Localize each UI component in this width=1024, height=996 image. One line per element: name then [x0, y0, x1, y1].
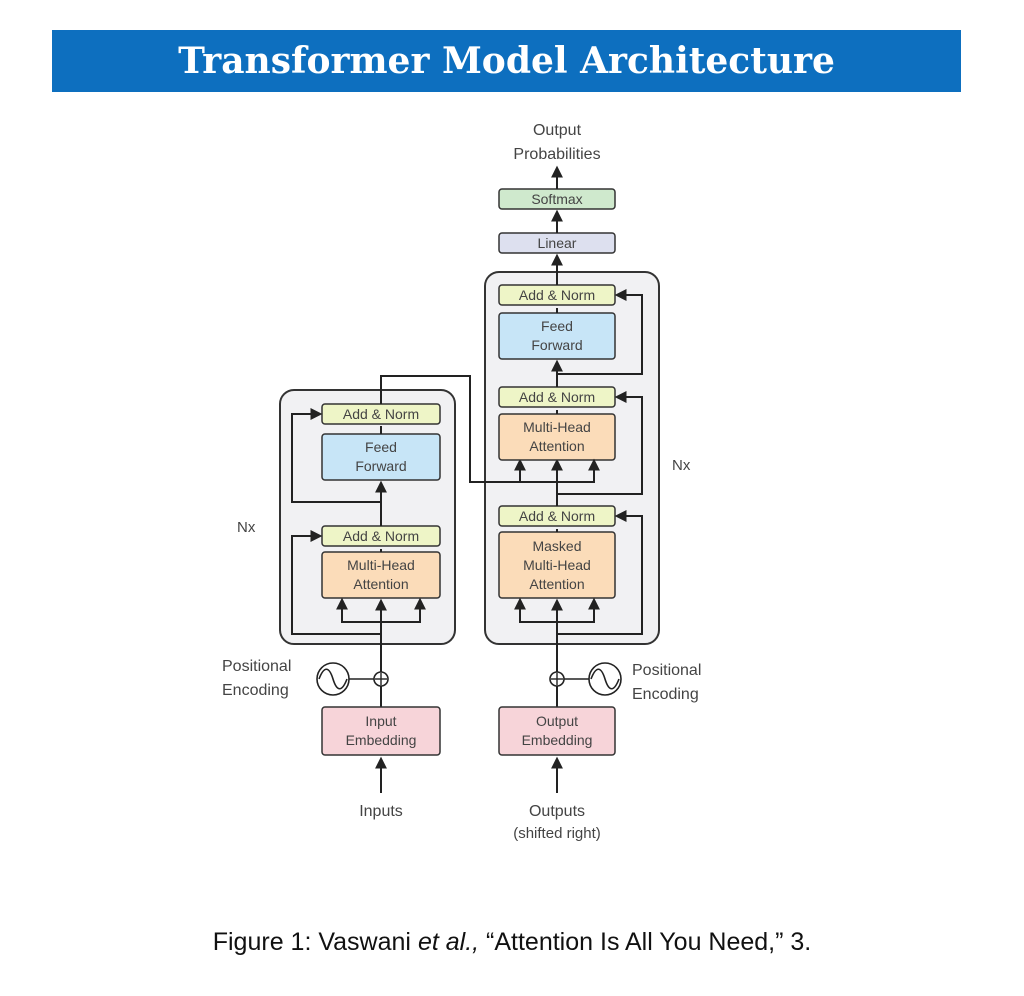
encoder-add-norm-1-label: Add & Norm [343, 528, 419, 544]
decoder-cross-attn-line1: Multi-Head [523, 419, 591, 435]
decoder-masked-line2: Multi-Head [523, 557, 591, 573]
decoder-ff-line1: Feed [541, 318, 573, 334]
figure-caption: Figure 1: Vaswani et al., “Attention Is … [0, 928, 1024, 957]
input-embedding [321, 706, 441, 756]
decoder-pos-enc-line2: Encoding [632, 686, 699, 703]
input-embedding-line2: Embedding [346, 732, 417, 748]
caption-prefix: Figure 1: Vaswani [212, 928, 418, 956]
encoder-attn-line1: Multi-Head [347, 557, 415, 573]
caption-suffix: “Attention Is All You Need,” 3. [479, 928, 812, 956]
encoder-repeat-label: Nx [237, 519, 256, 536]
input-embedding-line1: Input [365, 713, 396, 729]
output-probs-line1: Output [533, 122, 582, 139]
encoder-ff-line1: Feed [365, 439, 397, 455]
encoder-ff-line2: Forward [355, 458, 406, 474]
decoder-cross-attn-line2: Attention [529, 438, 584, 454]
softmax-label: Softmax [531, 191, 582, 207]
outputs-line1: Outputs [529, 803, 585, 820]
decoder-add-norm-1-label: Add & Norm [519, 508, 595, 524]
output-embedding [498, 706, 616, 756]
output-embedding-line1: Output [536, 713, 578, 729]
encoder-block [279, 389, 456, 645]
decoder-add-norm-2-label: Add & Norm [519, 389, 595, 405]
decoder-masked-line1: Masked [532, 538, 581, 554]
page-title: Transformer Model Architecture [178, 40, 835, 82]
transformer-diagram: Add & Norm Feed Forward Add & Norm Multi… [222, 122, 701, 842]
encoder-pos-enc-line2: Encoding [222, 682, 289, 699]
title-banner: Transformer Model Architecture [52, 30, 961, 92]
output-embedding-line2: Embedding [522, 732, 593, 748]
decoder-add-norm-3-label: Add & Norm [519, 287, 595, 303]
decoder-ff-line2: Forward [531, 337, 582, 353]
encoder-attn-line2: Attention [353, 576, 408, 592]
encoder-add-norm-2-label: Add & Norm [343, 406, 419, 422]
outputs-line2: (shifted right) [513, 825, 601, 842]
decoder-pos-enc-line1: Positional [632, 662, 701, 679]
linear-label: Linear [538, 235, 577, 251]
decoder-masked-line3: Attention [529, 576, 584, 592]
encoder-pos-enc-line1: Positional [222, 658, 291, 675]
inputs-label: Inputs [359, 803, 403, 820]
decoder-repeat-label: Nx [672, 457, 691, 474]
output-probs-line2: Probabilities [513, 146, 600, 163]
caption-italic: et al., [417, 928, 480, 956]
